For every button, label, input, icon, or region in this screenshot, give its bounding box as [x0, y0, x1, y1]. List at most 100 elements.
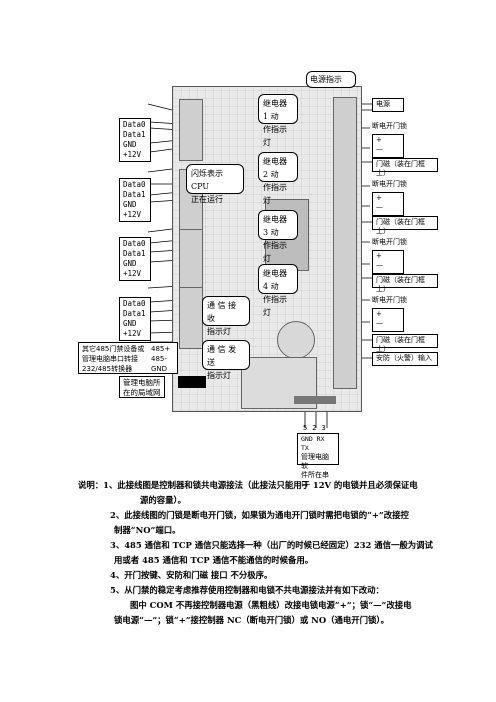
fire-input-label: 安防（火警）输入	[376, 354, 432, 362]
minus-label: —	[376, 319, 383, 327]
rs485-connection: 其它485门禁设备或 管理电脑串口转接 232/485转换器 485+ 485-…	[78, 342, 178, 374]
pin-label: +12V	[123, 210, 142, 219]
terminal-block-4	[179, 287, 203, 349]
serial-num: 2	[312, 424, 322, 432]
lan-line: 在的局域网	[123, 388, 161, 397]
callout-line: 作指示灯	[263, 295, 287, 317]
callout-line: 指示灯	[207, 371, 231, 380]
rs485-pin: 485-	[151, 355, 167, 363]
rs485-line: 232/485转换器	[82, 365, 133, 373]
minus-label: —	[376, 203, 383, 211]
rs485-desc: 其它485门禁设备或 管理电脑串口转接 232/485转换器	[82, 344, 144, 374]
callout-line: 正在运行	[191, 195, 223, 204]
callout-line: 闪烁表示 CPU	[191, 169, 223, 191]
callout-line: 作指示灯	[263, 241, 287, 263]
note-line: 制器“NO”端口。	[114, 525, 181, 535]
relay1-callout: 继电器 1 动 作指示灯	[258, 94, 298, 147]
callout-line: 继电器 3 动	[263, 215, 287, 237]
callout-line: 指示灯	[207, 327, 231, 336]
ethernet-jack	[178, 376, 206, 388]
pin-label: +12V	[123, 269, 142, 278]
plus-label: +	[376, 136, 382, 144]
note-line: 3、485 通信和 TCP 通信只能选择一种（出厂的时候已经固定）232 通信一…	[110, 540, 433, 550]
callout-line: 通 信 接 收	[207, 301, 237, 323]
callout-line: 作指示灯	[263, 125, 287, 147]
door-sensor-label: 门磁（装在门框上）	[376, 160, 425, 177]
note-line: 4、开门按键、安防和门磁 接口 不分极序。	[110, 570, 273, 580]
pin-label: Data0	[123, 180, 146, 189]
fire-input-box: 安防（火警）输入	[372, 352, 438, 366]
power-label: 电源	[376, 100, 390, 108]
note-line: 5、从门禁的稳定考虑推荐使用控制器和电锁不共电源接法并有如下改动：	[110, 585, 384, 595]
serial-num: 3	[321, 424, 331, 432]
serial-pins: GND RX TX	[301, 435, 325, 452]
terminal-block-3	[179, 229, 203, 291]
lock4-label: 断电开门锁	[372, 296, 407, 304]
note-line: 2、此接线图的门锁是断电开门锁，如果锁为通电开门锁时需把电锁的“+”改接控	[110, 510, 409, 520]
lan-label: 管理电脑所 在的局域网	[119, 376, 165, 398]
plus-label: +	[376, 252, 382, 260]
pin-label: Data0	[123, 120, 146, 129]
serial-line: 管理电脑软	[301, 453, 329, 470]
lock4-box: + —	[372, 308, 404, 332]
tx-callout: 通 信 发 送 指示灯	[202, 340, 250, 380]
notes-section: 说明：1、此接线图是控制器和锁共电源接法（此接法只能用于 12V 的电锁并且必须…	[78, 478, 433, 628]
door-sensor2-box: 门磁（装在门框上）	[372, 216, 438, 235]
pin-label: +12V	[123, 150, 142, 159]
serial-connector	[294, 396, 336, 404]
pin-label: Data1	[123, 249, 146, 258]
rs485-line: 管理电脑串口转接	[82, 355, 138, 363]
rx-callout: 通 信 接 收 指示灯	[202, 296, 250, 336]
reader3-terminals: Data0 Data1 GND +12V	[119, 237, 151, 281]
lock1-label: 断电开门锁	[372, 122, 407, 130]
door-sensor3-box: 门磁（装在门框上）	[372, 274, 438, 293]
rs485-line: 其它485门禁设备或	[82, 345, 145, 353]
rs485-pins: 485+ 485- GND	[151, 344, 170, 374]
lock3-label: 断电开门锁	[372, 238, 407, 246]
pin-label: Data0	[123, 299, 146, 308]
door-sensor-label: 门磁（装在门框上）	[376, 218, 425, 235]
power-box: 电源	[372, 98, 404, 112]
lock3-box: + —	[372, 250, 404, 274]
relay3-callout: 继电器 3 动 作指示灯	[258, 210, 298, 263]
note-line: 锁电源“—”；锁“+”接控制器 NC（断电开门锁）或 NO（通电开门锁）。	[114, 615, 389, 625]
pin-label: +12V	[123, 329, 142, 338]
callout-line: 继电器 1 动	[263, 99, 287, 121]
callout-text: 电源指示	[310, 75, 342, 84]
callout-line: 作指示灯	[263, 183, 287, 205]
lan-line: 管理电脑所	[123, 378, 161, 387]
lock1-box: + —	[372, 134, 404, 158]
pin-label: GND	[123, 319, 137, 328]
plus-label: +	[376, 310, 382, 318]
relay4-callout: 继电器 4 动 作指示灯	[258, 264, 298, 317]
relay2-callout: 继电器 2 动 作指示灯	[258, 152, 298, 205]
note-line: 说明：1、此接线图是控制器和锁共电源接法（此接法只能用于 12V 的电锁并且必须…	[78, 480, 418, 490]
terminal-block-1	[179, 99, 203, 161]
pin-label: Data0	[123, 239, 146, 248]
callout-line: 通 信 发 送	[207, 345, 237, 367]
callout-line: 继电器 2 动	[263, 157, 287, 179]
reader2-terminals: Data0 Data1 GND +12V	[119, 178, 151, 222]
rs485-pin: 485+	[151, 345, 171, 353]
plus-label: +	[376, 194, 382, 202]
minus-label: —	[376, 145, 383, 153]
lock2-box: + —	[372, 192, 404, 216]
minus-label: —	[376, 261, 383, 269]
pin-label: Data1	[123, 130, 146, 139]
note-line: 源的容量）。	[140, 495, 187, 505]
capacitor	[277, 321, 315, 359]
lock2-label: 断电开门锁	[372, 180, 407, 188]
reader4-terminals: Data0 Data1 GND +12V	[119, 297, 151, 341]
relay-terminal-column	[333, 97, 357, 389]
serial-port-label: GND RX TX 管理电脑软 件所在串口	[297, 433, 339, 488]
door-sensor-label: 门磁（装在门框上）	[376, 276, 425, 293]
reader1-terminals: Data0 Data1 GND +12V	[119, 118, 151, 162]
rs485-pin: GND	[151, 365, 168, 373]
pin-label: Data1	[123, 309, 146, 318]
callout-line: 继电器 4 动	[263, 269, 287, 291]
power-indicator-callout: 电源指示	[306, 71, 356, 88]
pin-label: GND	[123, 259, 137, 268]
serial-num: 5	[303, 424, 313, 432]
note-line: 图中 COM 不再接控制器电源（黑粗线）改接电锁电源“+”；锁“—”改接电	[130, 600, 412, 610]
serial-line: 件所在串口	[301, 471, 329, 488]
